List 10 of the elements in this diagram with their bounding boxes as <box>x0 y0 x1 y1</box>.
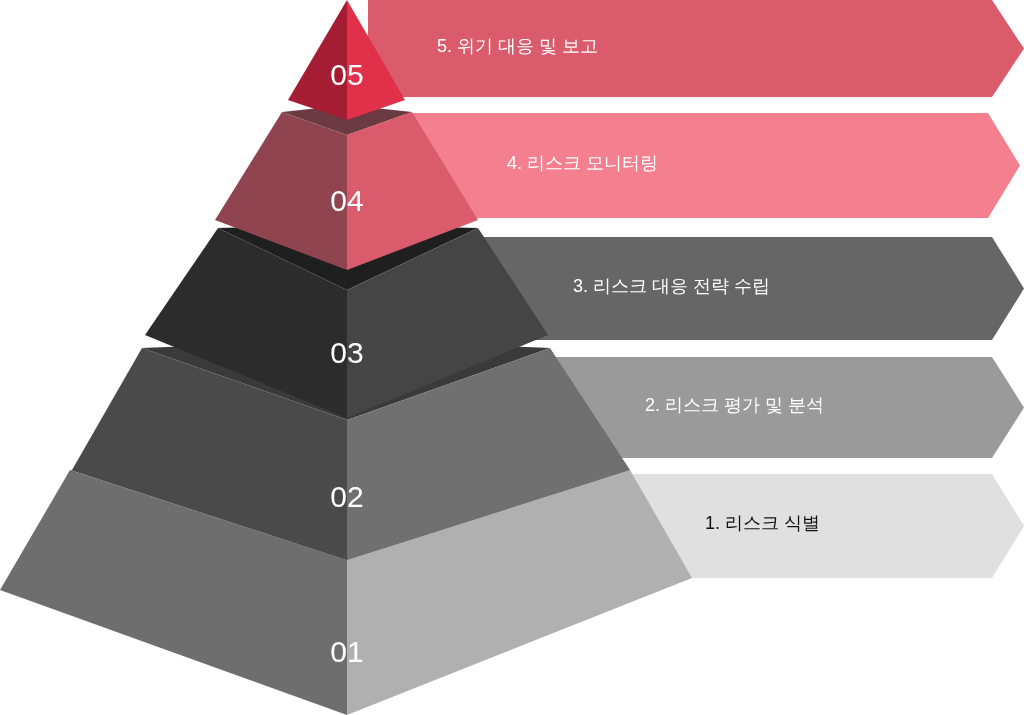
tier-number: 02 <box>329 480 365 514</box>
step-label: 1. 리스크 식별 <box>705 512 820 534</box>
step-label: 2. 리스크 평가 및 분석 <box>645 393 824 416</box>
step-label: 3. 리스크 대응 전략 수립 <box>573 274 770 297</box>
tier-number: 01 <box>329 635 365 669</box>
tier-number: 04 <box>329 184 365 218</box>
step-label: 4. 리스크 모니터링 <box>507 151 658 174</box>
tier-number: 03 <box>329 336 365 370</box>
tier-number: 05 <box>329 58 365 92</box>
step-label: 5. 위기 대응 및 보고 <box>437 34 598 57</box>
